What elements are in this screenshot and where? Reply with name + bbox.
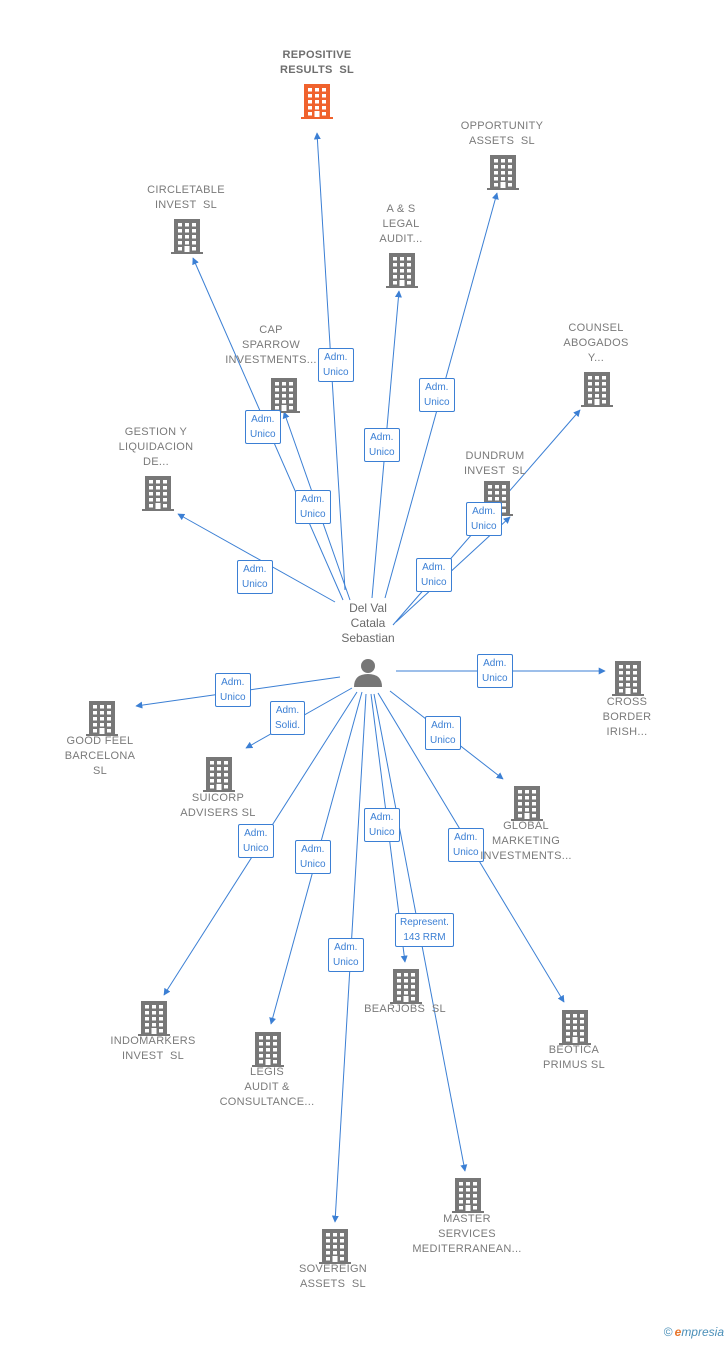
building-icon-global-marketing[interactable]: [511, 786, 543, 821]
building-icon-beotica[interactable]: [559, 1010, 591, 1045]
copyright-symbol: ©: [663, 1325, 673, 1339]
relation-label-beotica[interactable]: Adm.Unico: [448, 828, 484, 862]
relation-label-cross-border[interactable]: Adm.Unico: [477, 654, 513, 688]
building-icon-repositive[interactable]: [301, 84, 333, 119]
relation-label-legis[interactable]: Adm.Unico: [295, 840, 331, 874]
building-icon-cross-border[interactable]: [612, 661, 644, 696]
building-icon-cap-sparrow[interactable]: [268, 378, 300, 413]
company-label-bearjobs[interactable]: BEARJOBS SL: [364, 1003, 446, 1015]
relation-label-master-services[interactable]: Represent.143 RRM: [395, 913, 454, 947]
relation-label-gestion[interactable]: Adm.Unico: [237, 560, 273, 594]
relation-label-dundrum[interactable]: Adm.Unico: [466, 502, 502, 536]
relation-label-counsel[interactable]: Adm.Unico: [416, 558, 452, 592]
building-icon-master-services[interactable]: [452, 1178, 484, 1213]
brand-logo-text: mpresia: [681, 1325, 724, 1339]
relation-label-cap-sparrow[interactable]: Adm.Unico: [295, 490, 331, 524]
relation-label-bearjobs[interactable]: Adm.Unico: [364, 808, 400, 842]
relation-label-indomarkers[interactable]: Adm.Unico: [238, 824, 274, 858]
building-icon-legis[interactable]: [252, 1032, 284, 1067]
building-icon-indomarkers[interactable]: [138, 1001, 170, 1036]
relation-label-suicorp[interactable]: Adm.Solid.: [270, 701, 306, 735]
brand-logo-initial: e: [674, 1325, 682, 1339]
center-person-label: Del Val Catala Sebastian: [341, 601, 395, 645]
building-icon-good-feel[interactable]: [86, 701, 118, 736]
company-nodes: [86, 84, 644, 1264]
building-icon-circletable[interactable]: [171, 219, 203, 254]
relation-label-repositive[interactable]: Adm.Unico: [318, 348, 354, 382]
building-icon-suicorp[interactable]: [203, 757, 235, 792]
person-icon[interactable]: [354, 659, 382, 687]
relation-label-circletable[interactable]: Adm.Unico: [245, 410, 281, 444]
building-icon-bearjobs[interactable]: [390, 969, 422, 1004]
relation-label-sovereign[interactable]: Adm.Unico: [328, 938, 364, 972]
building-icon-sovereign[interactable]: [319, 1229, 351, 1264]
building-icon-counsel[interactable]: [581, 372, 613, 407]
relation-label-opportunity[interactable]: Adm.Unico: [419, 378, 455, 412]
building-icon-opportunity[interactable]: [487, 155, 519, 190]
building-icon-gestion[interactable]: [142, 476, 174, 511]
building-icon-as-legal[interactable]: [386, 253, 418, 288]
footer-brand: ©empresia: [664, 1325, 724, 1339]
relation-label-good-feel[interactable]: Adm.Unico: [215, 673, 251, 707]
relation-label-global-marketing[interactable]: Adm.Unico: [425, 716, 461, 750]
edge-gestion: [177, 513, 336, 603]
relation-label-as-legal[interactable]: Adm.Unico: [364, 428, 400, 462]
